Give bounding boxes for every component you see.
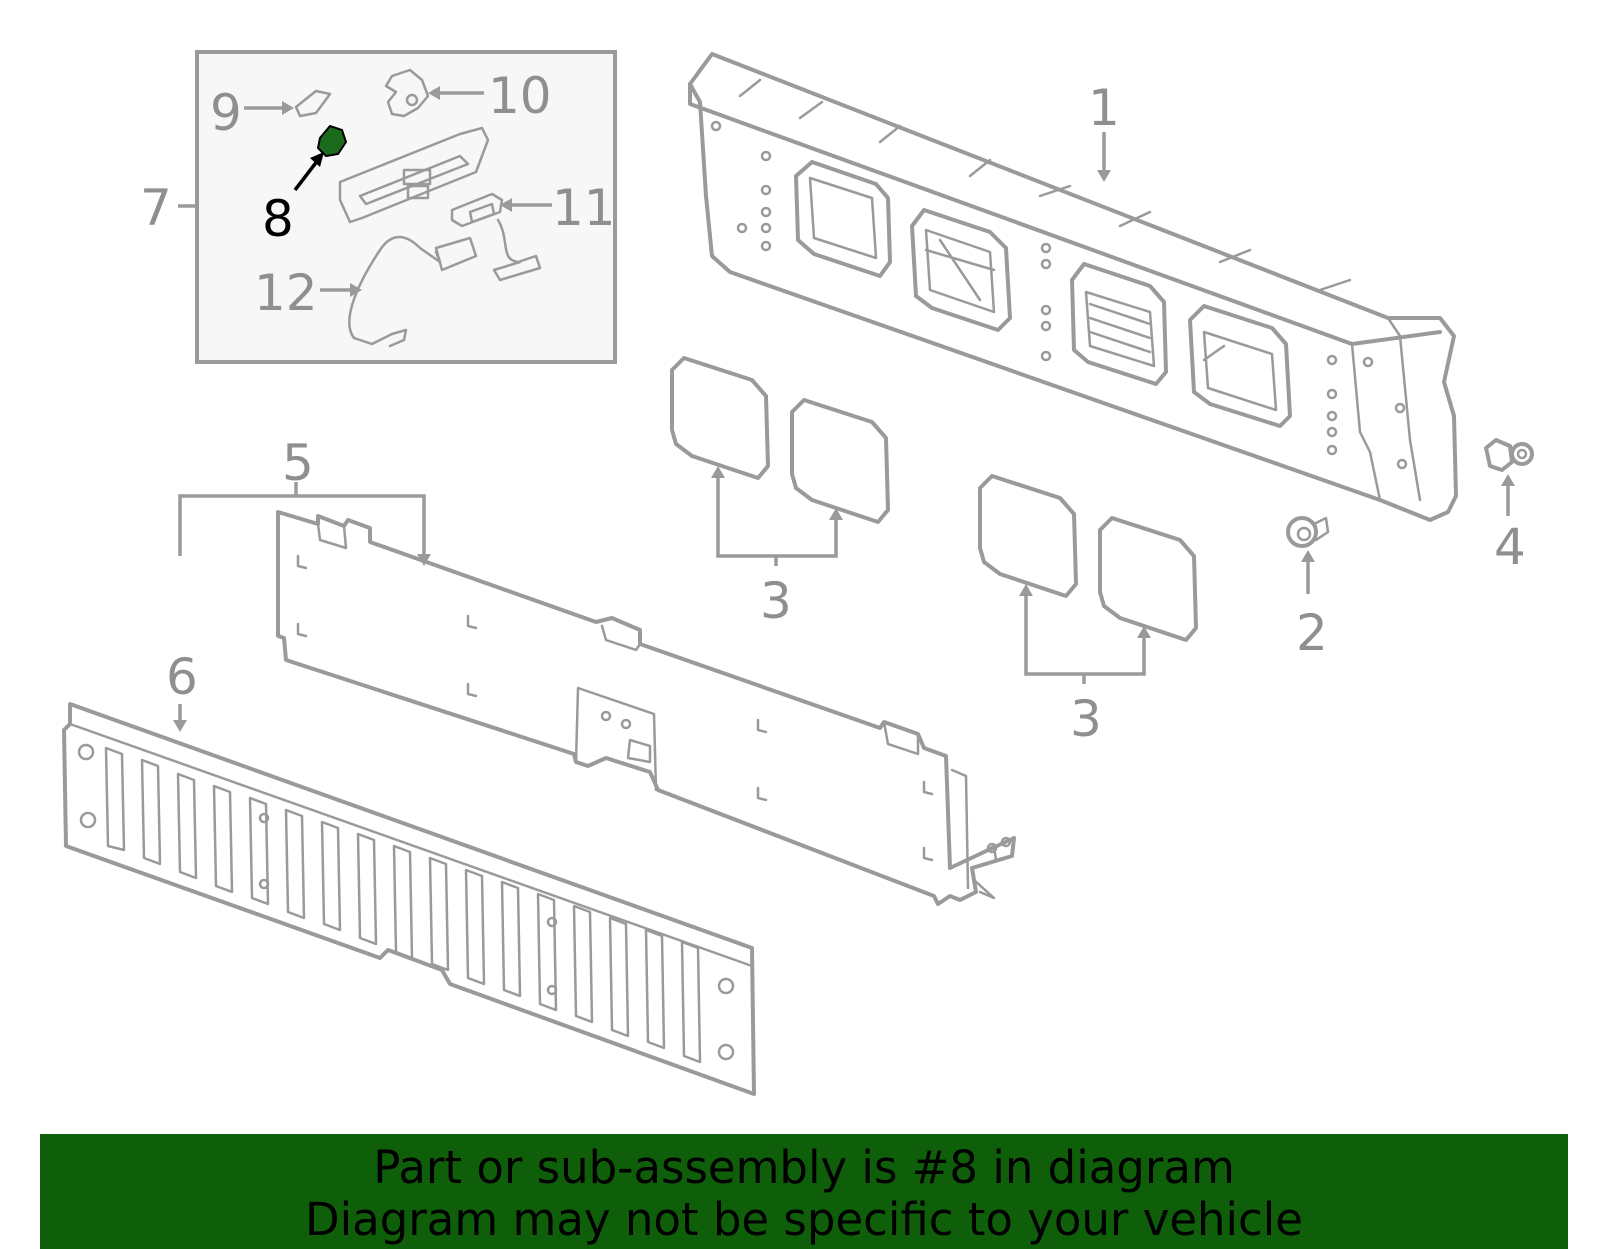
part-3-plug-b[interactable] <box>790 398 890 524</box>
grille-slots <box>104 746 702 1064</box>
arrow-3a-left <box>711 466 725 478</box>
callout-8: 8 <box>262 190 294 248</box>
part-1-tailgate-frame[interactable] <box>688 52 1458 522</box>
callout-3b: 3 <box>1070 690 1102 748</box>
callout-12: 12 <box>254 264 318 322</box>
arrow-3a-right <box>829 508 843 520</box>
part-9[interactable] <box>294 89 332 118</box>
callout-5: 5 <box>282 434 314 492</box>
banner-line-2: Diagram may not be specific to your vehi… <box>305 1193 1303 1246</box>
part-10[interactable] <box>384 68 430 118</box>
leader-5-6 <box>178 494 426 556</box>
callout-7: 7 <box>140 179 172 237</box>
inset-box <box>195 50 617 364</box>
banner-line-1: Part or sub-assembly is #8 in diagram <box>373 1141 1235 1194</box>
leader-3b <box>1024 588 1146 676</box>
callout-10: 10 <box>488 67 552 125</box>
part-2-clip[interactable] <box>1286 516 1330 548</box>
arrow-9 <box>282 101 294 115</box>
part-3-plug-c[interactable] <box>978 474 1078 598</box>
part-3-plug-d[interactable] <box>1098 516 1198 642</box>
arrow-4 <box>1501 474 1515 486</box>
arrow-10 <box>428 86 440 100</box>
arrow-3b-left <box>1019 584 1033 596</box>
callout-2: 2 <box>1296 604 1328 662</box>
callout-4: 4 <box>1494 518 1526 576</box>
leader-8 <box>293 158 320 192</box>
callout-6: 6 <box>166 648 198 706</box>
part-3-plug-a[interactable] <box>670 356 770 480</box>
part-4-bolt[interactable] <box>1484 438 1534 472</box>
inset-group: 7 9 10 11 12 8 <box>140 50 617 364</box>
callout-3a: 3 <box>760 572 792 630</box>
part-8-highlighted[interactable] <box>316 124 348 158</box>
callout-9: 9 <box>210 84 242 142</box>
banner-background <box>40 1134 1568 1249</box>
arrow-1 <box>1097 170 1111 182</box>
arrow-2 <box>1301 550 1315 562</box>
part-6-grille-cover[interactable] <box>62 702 756 1096</box>
leader-3a <box>716 470 838 558</box>
arrow-5 <box>417 554 431 566</box>
part-11[interactable] <box>450 192 542 282</box>
arrow-12 <box>350 283 362 297</box>
light-housing[interactable] <box>338 126 490 224</box>
arrow-6 <box>173 720 187 732</box>
notice-banner: Part or sub-assembly is #8 in diagram Di… <box>40 1134 1568 1249</box>
arrow-11 <box>500 198 512 212</box>
callout-11: 11 <box>552 179 616 237</box>
part-5-trim-panel[interactable] <box>276 510 1016 906</box>
callout-1: 1 <box>1088 79 1120 137</box>
part-12[interactable] <box>348 235 478 348</box>
arrow-3b-right <box>1137 626 1151 638</box>
arrow-8 <box>310 152 324 167</box>
